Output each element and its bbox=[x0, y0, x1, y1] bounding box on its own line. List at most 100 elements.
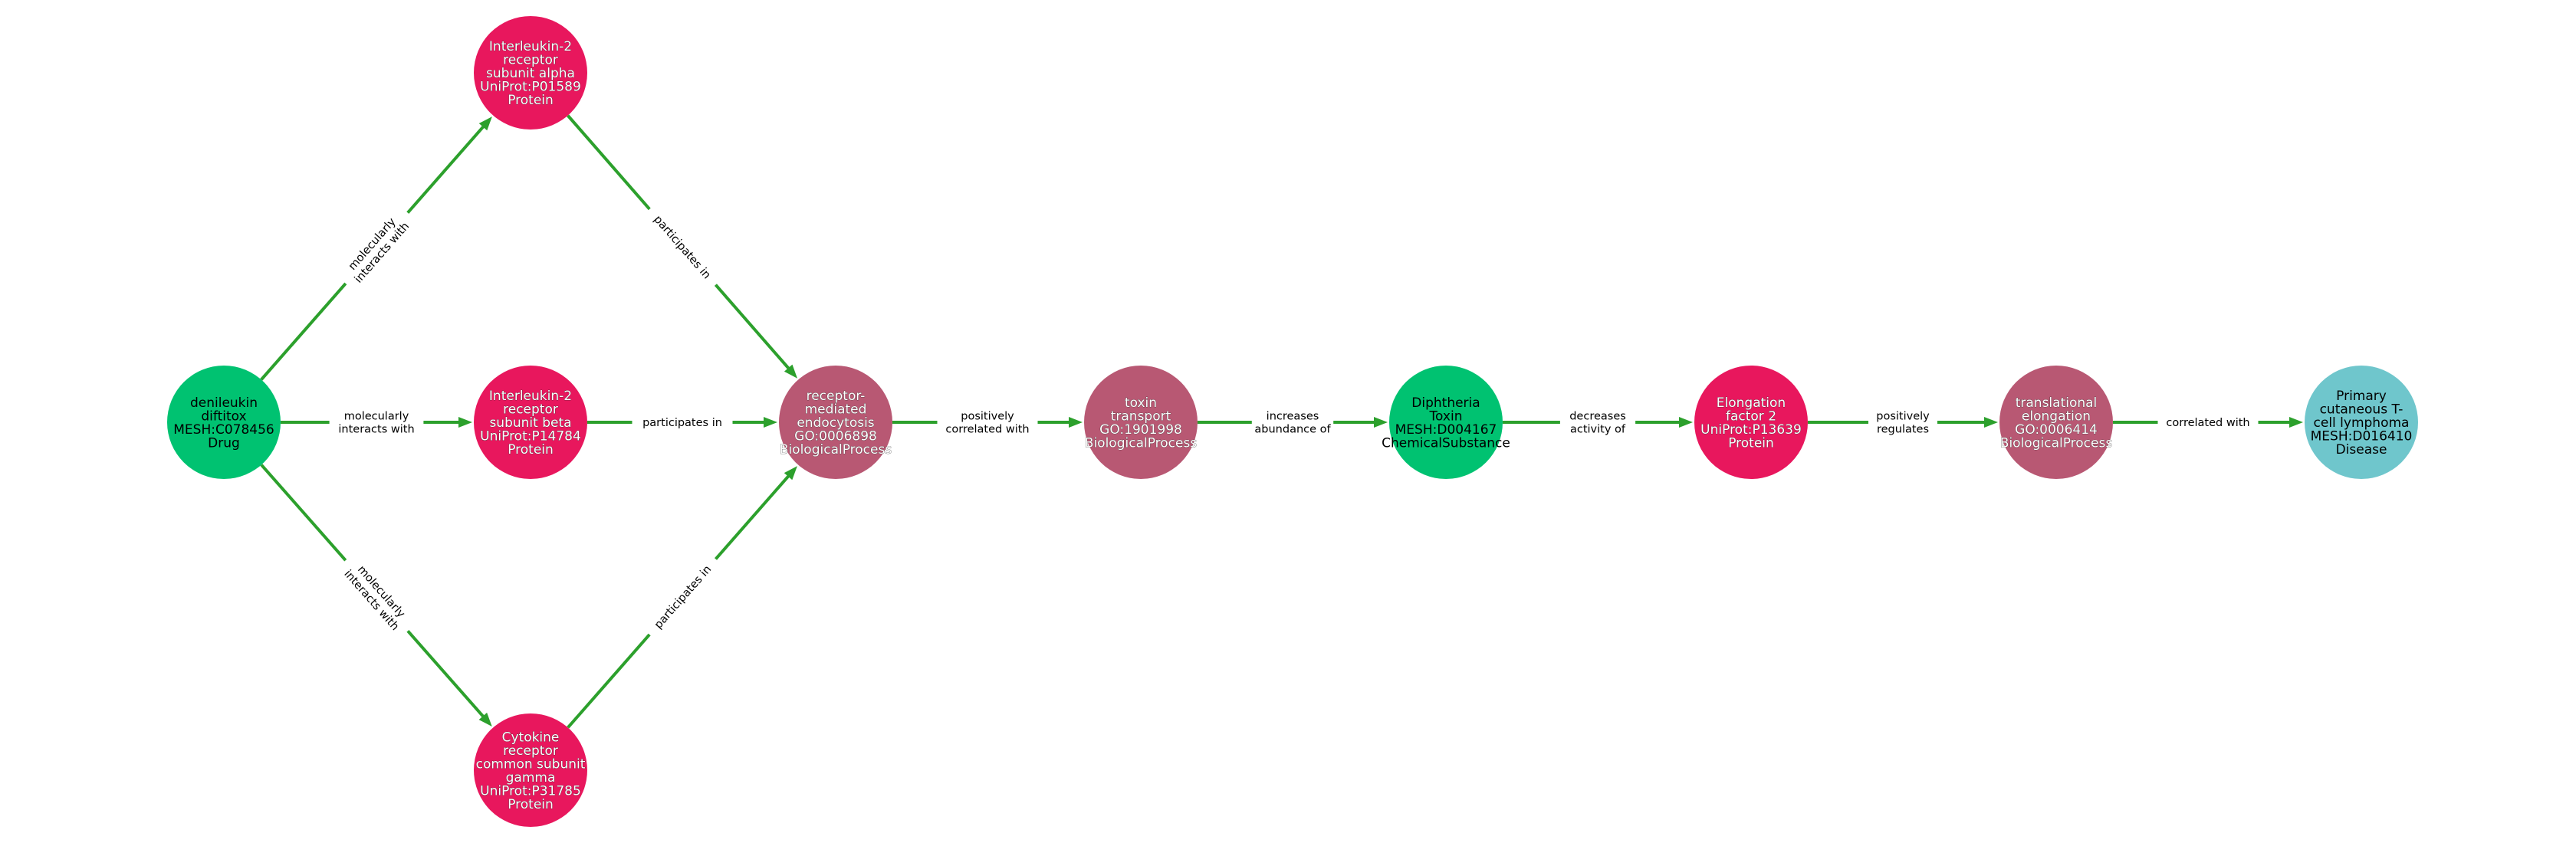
node-circle[interactable] bbox=[474, 16, 587, 130]
edge-label-background bbox=[632, 414, 733, 431]
node-label-line: cell lymphoma bbox=[2314, 415, 2410, 431]
node-circle[interactable] bbox=[2305, 366, 2418, 479]
edge-label-text: regulates bbox=[1877, 424, 1929, 436]
node-label-line: transport bbox=[1111, 408, 1171, 424]
edge-label-background bbox=[334, 550, 419, 641]
node-label-line: subunit beta bbox=[489, 415, 571, 431]
node-label-line: MESH:D004167 bbox=[1395, 422, 1497, 438]
node-label-line: translational bbox=[2016, 395, 2098, 411]
edge-label-text: decreases bbox=[1569, 411, 1626, 423]
node-label-line: ChemicalSubstance bbox=[1382, 435, 1510, 451]
node-circle[interactable] bbox=[1389, 366, 1503, 479]
node-translational_elongation[interactable]: translationalelongationGO:0006414Biologi… bbox=[1999, 366, 2113, 479]
edge-label: participates in bbox=[632, 414, 733, 431]
node-label-line: MESH:D016410 bbox=[2311, 429, 2413, 444]
node-label-line: Protein bbox=[508, 442, 554, 458]
edge-label-text: participates in bbox=[652, 563, 714, 631]
edge-label-background bbox=[334, 203, 419, 294]
node-label-line: subunit alpha bbox=[486, 66, 575, 81]
edge-label: correlated with bbox=[2157, 414, 2259, 431]
node-circle[interactable] bbox=[1084, 366, 1198, 479]
node-label-line: receptor bbox=[503, 743, 558, 759]
node-label-line: Toxin bbox=[1429, 408, 1463, 424]
node-label-line: BiologicalProcess bbox=[2000, 435, 2113, 451]
node-label-line: UniProt:P13639 bbox=[1700, 422, 1802, 438]
node-label-line: GO:1901998 bbox=[1099, 422, 1182, 438]
edge-label-background bbox=[1868, 408, 1937, 437]
arrowhead-icon bbox=[1374, 417, 1388, 428]
node-diphtheria_toxin[interactable]: DiphtheriaToxinMESH:D004167ChemicalSubst… bbox=[1382, 366, 1510, 479]
node-label-line: UniProt:P01589 bbox=[480, 80, 581, 95]
node-label-line: Interleukin-2 bbox=[489, 389, 572, 404]
node-label-line: elongation bbox=[2022, 408, 2091, 424]
node-label-line: Disease bbox=[2336, 442, 2387, 458]
node-label-line: cutaneous T- bbox=[2320, 402, 2404, 418]
node-label-line: gamma bbox=[506, 770, 556, 786]
edge-label-background bbox=[1251, 408, 1334, 437]
node-circle[interactable] bbox=[167, 366, 281, 479]
node-label-line: receptor- bbox=[807, 389, 866, 404]
edge-label-background bbox=[1559, 408, 1636, 437]
node-circle[interactable] bbox=[779, 366, 892, 479]
arrowhead-icon bbox=[764, 417, 777, 428]
node-circle[interactable] bbox=[1999, 366, 2113, 479]
edge-label-text: activity of bbox=[1570, 424, 1626, 436]
node-label-line: BiologicalProcess bbox=[780, 442, 892, 458]
node-label-line: MESH:C078456 bbox=[173, 422, 274, 438]
arrowhead-icon bbox=[478, 712, 492, 727]
edge-label-text: correlated with bbox=[945, 424, 1029, 436]
node-label-line: Diphtheria bbox=[1411, 395, 1480, 411]
edge-label-text: increases bbox=[1267, 411, 1319, 423]
edge-label-text: molecularly bbox=[344, 411, 409, 423]
node-circle[interactable] bbox=[1694, 366, 1808, 479]
node-label-line: receptor bbox=[503, 402, 558, 418]
arrowhead-icon bbox=[458, 417, 472, 428]
edge-label-text: abundance of bbox=[1254, 424, 1331, 436]
edge-label: participates in bbox=[643, 203, 722, 290]
edge-label: participates in bbox=[643, 553, 722, 640]
edge-label-text: interacts with bbox=[338, 424, 414, 436]
edge-label-text: positively bbox=[1876, 411, 1930, 423]
node-circle[interactable] bbox=[474, 366, 587, 479]
arrowhead-icon bbox=[1679, 417, 1693, 428]
node-label-line: Protein bbox=[508, 93, 554, 108]
arrowhead-icon bbox=[2289, 417, 2303, 428]
node-label-line: Elongation bbox=[1717, 395, 1786, 411]
node-label-line: Cytokine bbox=[502, 730, 560, 745]
node-label-line: GO:0006414 bbox=[2015, 422, 2098, 438]
node-label-line: endocytosis bbox=[797, 415, 874, 431]
node-label-line: Interleukin-2 bbox=[489, 39, 572, 54]
node-label-line: BiologicalProcess bbox=[1085, 435, 1198, 451]
node-endocytosis[interactable]: receptor-mediatedendocytosisGO:0006898Bi… bbox=[779, 366, 892, 479]
edge-label-background bbox=[643, 203, 722, 290]
edge-label-background bbox=[643, 553, 722, 640]
node-label-line: UniProt:P31785 bbox=[480, 783, 581, 799]
arrowhead-icon bbox=[784, 466, 797, 481]
node-label-line: diftitox bbox=[201, 408, 246, 424]
node-label-line: mediated bbox=[805, 402, 867, 418]
node-label-line: GO:0006898 bbox=[794, 429, 877, 444]
node-label-line: toxin bbox=[1125, 395, 1157, 411]
node-circle[interactable] bbox=[474, 713, 587, 827]
node-toxin_transport[interactable]: toxintransportGO:1901998BiologicalProces… bbox=[1084, 366, 1198, 479]
node-label-line: receptor bbox=[503, 53, 558, 68]
edge-label-background bbox=[2157, 414, 2259, 431]
node-label-line: factor 2 bbox=[1726, 408, 1776, 424]
arrowhead-icon bbox=[1984, 417, 1998, 428]
node-label-line: denileukin bbox=[190, 395, 258, 411]
edge-label-text: participates in bbox=[642, 417, 722, 429]
